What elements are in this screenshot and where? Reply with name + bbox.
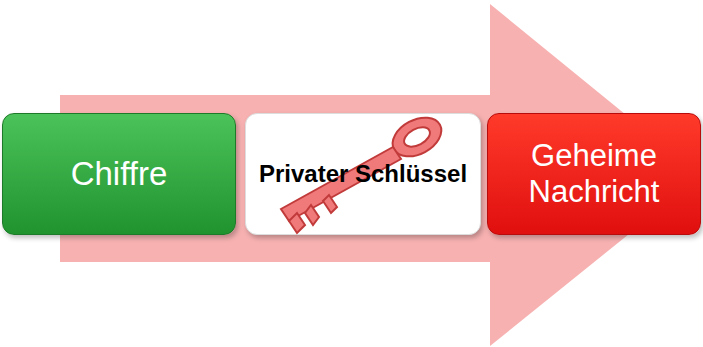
node-label: Privater Schlüssel (251, 160, 475, 188)
node-label: Geheime Nachricht (488, 138, 700, 209)
process-box: Chiffre (2, 113, 236, 235)
node-label: Chiffre (63, 155, 176, 193)
key-symbol (281, 113, 448, 233)
arrow-shape (60, 4, 701, 346)
result-box: Geheime Nachricht (487, 113, 701, 235)
key-box: Privater Schlüssel (245, 113, 481, 235)
